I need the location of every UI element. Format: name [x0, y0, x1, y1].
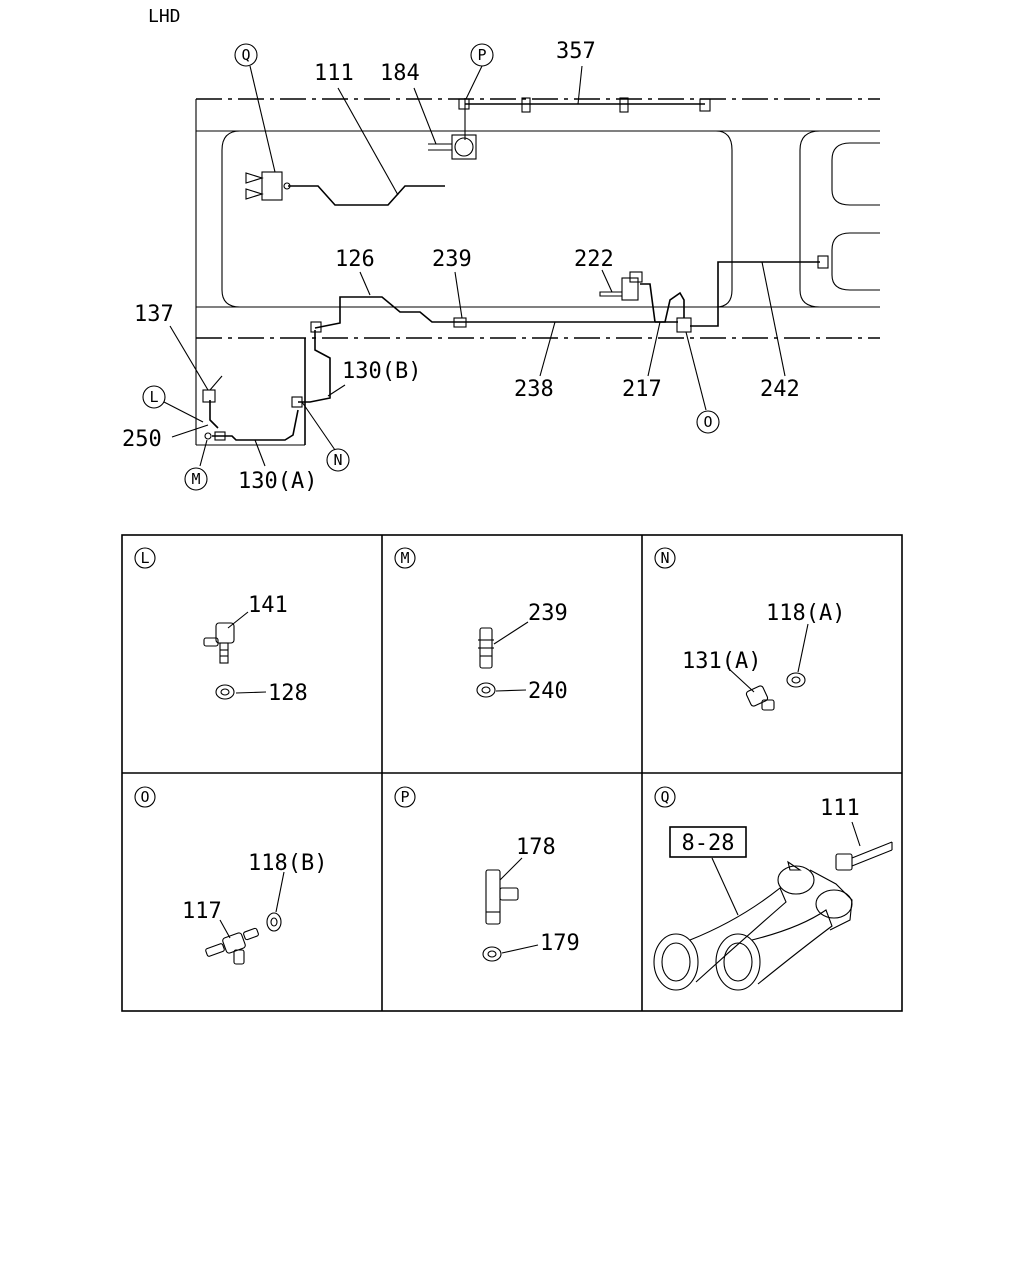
- callout-q: Q: [234, 43, 258, 67]
- svg-text:Q: Q: [241, 46, 250, 64]
- svg-text:L: L: [149, 388, 158, 406]
- leader-lines: [163, 65, 786, 467]
- part-label-357: 357: [556, 39, 596, 64]
- detail-panel-l: L 141 128: [134, 547, 308, 706]
- callout-o: O: [696, 410, 720, 434]
- tee-fitting-p: [458, 98, 470, 110]
- part-label-250: 250: [122, 427, 162, 452]
- part-label-118b: 118(B): [248, 851, 327, 876]
- air-lines: [209, 98, 820, 445]
- tee-fitting-o: [676, 317, 692, 333]
- overview-diagram: Q P L M N O 111 184 357 126 239 222 137 …: [122, 39, 880, 494]
- connector-239: [453, 317, 467, 328]
- bracket-137: [202, 375, 223, 403]
- chassis-frame: [195, 98, 880, 446]
- part-label-130a: 130(A): [238, 469, 317, 494]
- part-label-239-detail: 239: [528, 601, 568, 626]
- part-label-141: 141: [248, 593, 288, 618]
- part-label-117: 117: [182, 899, 222, 924]
- detail-panel-p: P 178 179: [394, 786, 580, 962]
- detail-grid: [121, 534, 903, 1012]
- detail-panel-q: Q 8-28 111: [653, 786, 893, 991]
- callout-n: N: [326, 448, 350, 472]
- part-label-179: 179: [540, 931, 580, 956]
- part-label-128: 128: [268, 681, 308, 706]
- air-tank-fitting: [428, 134, 477, 160]
- diagram-title: LHD: [148, 6, 181, 27]
- nut-118a: [786, 672, 806, 688]
- bolt-111: [835, 841, 893, 871]
- tee-fitting-141: [203, 622, 235, 664]
- svg-text:M: M: [400, 549, 409, 567]
- svg-text:P: P: [400, 788, 409, 806]
- detail-panel-n: N 118(A) 131(A): [654, 547, 845, 711]
- part-label-118a: 118(A): [766, 601, 845, 626]
- svg-text:L: L: [140, 549, 149, 567]
- elbow-131a: [745, 685, 775, 711]
- line-clip: [521, 97, 711, 113]
- nut-118b: [266, 912, 282, 932]
- part-label-238: 238: [514, 377, 554, 402]
- air-horn-pair: [653, 860, 853, 991]
- tee-fitting-178: [485, 869, 519, 925]
- part-label-217: 217: [622, 377, 662, 402]
- detail-panel-m: M 239 240: [394, 547, 568, 704]
- valve-222: [599, 271, 643, 301]
- callout-p: P: [470, 43, 494, 67]
- part-label-137: 137: [134, 302, 174, 327]
- part-label-111: 111: [314, 61, 354, 86]
- nut-240: [476, 682, 496, 698]
- part-label-239: 239: [432, 247, 472, 272]
- cross-fitting-117: [205, 927, 259, 965]
- reference-label: 8-28: [682, 831, 735, 856]
- elbow-fitting: [291, 321, 322, 408]
- part-label-126: 126: [335, 247, 375, 272]
- horn-assembly: [245, 171, 291, 201]
- svg-text:O: O: [140, 788, 149, 806]
- svg-text:M: M: [191, 470, 200, 488]
- nut-179: [482, 946, 502, 962]
- part-label-184: 184: [380, 61, 420, 86]
- part-label-222: 222: [574, 247, 614, 272]
- part-label-242: 242: [760, 377, 800, 402]
- part-label-130b: 130(B): [342, 359, 421, 384]
- svg-text:N: N: [660, 549, 669, 567]
- svg-text:Q: Q: [660, 788, 669, 806]
- tank-connector: [817, 255, 829, 269]
- fitting-250: [204, 431, 226, 441]
- reference-box: [669, 826, 747, 858]
- detail-panel-o: O 118(B) 117: [134, 786, 327, 965]
- part-label-240: 240: [528, 679, 568, 704]
- callout-l: L: [142, 385, 166, 409]
- svg-text:P: P: [477, 46, 486, 64]
- nut-128: [215, 684, 235, 700]
- svg-text:O: O: [703, 413, 712, 431]
- connector-239-detail: [478, 627, 494, 669]
- svg-text:N: N: [333, 451, 342, 469]
- part-label-111-detail: 111: [820, 796, 860, 821]
- part-label-178: 178: [516, 835, 556, 860]
- part-label-131a: 131(A): [682, 649, 761, 674]
- callout-m: M: [184, 467, 208, 491]
